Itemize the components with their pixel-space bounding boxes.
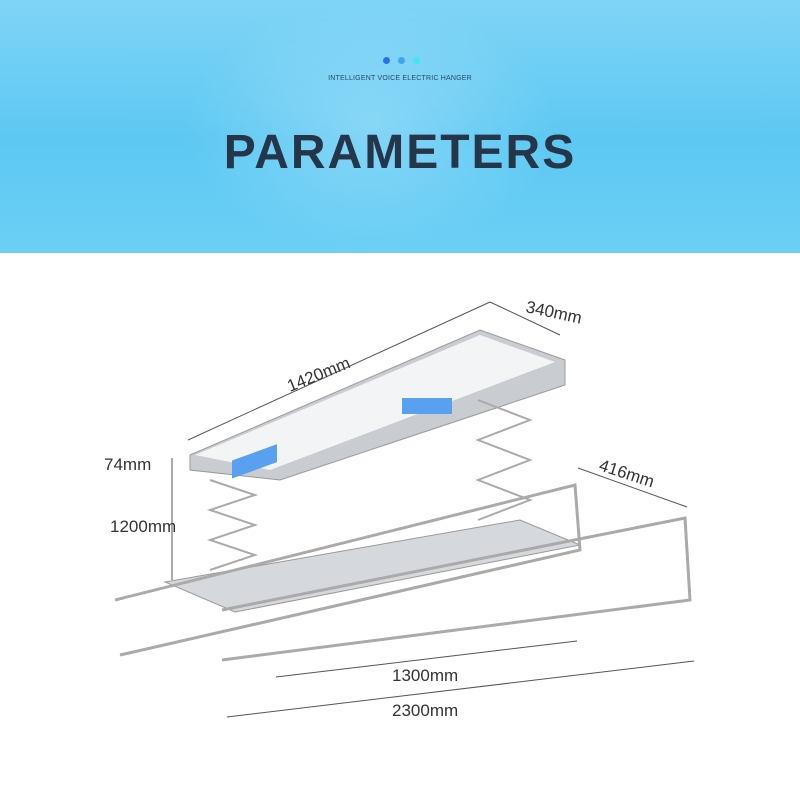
dot-icon — [398, 57, 405, 64]
depth-label: 340mm — [524, 297, 583, 327]
hanger-diagram: 340mm 1420mm 74mm 1200mm 416mm 1300mm 23… — [104, 297, 695, 720]
inner-width-dim-line — [275, 640, 578, 678]
rod-depth-label: 416mm — [597, 456, 657, 492]
inner-width-label: 1300mm — [392, 666, 458, 685]
decorative-dots — [383, 57, 420, 64]
page-title: PARAMETERS — [223, 126, 577, 179]
scissor-arms — [206, 399, 533, 571]
outer-width-dim-line — [226, 660, 695, 718]
dot-icon — [413, 57, 420, 64]
light-panel — [402, 398, 452, 414]
rod-depth-dim-line — [577, 467, 688, 508]
dot-icon — [383, 57, 390, 64]
drying-rods — [114, 483, 692, 662]
length-dim-line — [187, 301, 491, 441]
depth-dim-line — [489, 301, 561, 336]
lift-height-label: 1200mm — [110, 517, 176, 536]
light-panel — [232, 444, 277, 479]
header-banner: INTELLIGENT VOICE ELECTRIC HANGER PARAME… — [0, 0, 800, 253]
housing-top — [195, 335, 555, 470]
banner-glow — [180, 0, 560, 253]
outer-width-label: 2300mm — [392, 701, 458, 720]
subtitle: INTELLIGENT VOICE ELECTRIC HANGER — [328, 75, 472, 82]
top-height-label: 74mm — [104, 455, 151, 474]
